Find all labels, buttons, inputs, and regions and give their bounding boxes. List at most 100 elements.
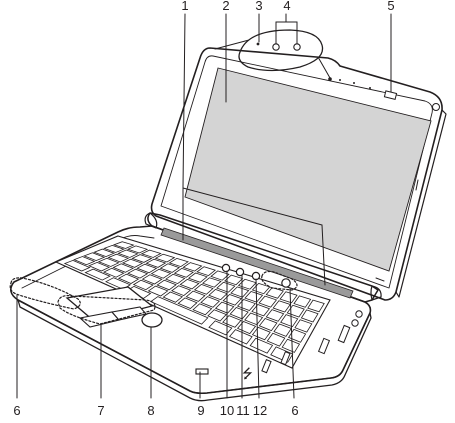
keyboard-key[interactable] [140,249,162,258]
keyboard-key[interactable] [265,287,284,299]
keyboard-key[interactable] [265,309,285,322]
callout-11: 11 [236,403,250,418]
keyboard-key[interactable] [193,283,214,295]
keyboard-key[interactable] [103,244,125,253]
keyboard-key[interactable] [126,245,149,254]
keyboard-key[interactable] [145,258,167,268]
keyboard-key[interactable] [63,259,91,272]
keyboard-key[interactable] [165,273,186,285]
callout-12: 12 [253,403,267,418]
hdmi-port[interactable] [280,351,291,366]
keyboard-key[interactable] [187,272,208,283]
keyboard-key[interactable] [88,261,111,272]
keyboard-key[interactable] [156,279,177,291]
keyboard-key[interactable] [214,301,235,314]
card-slot[interactable] [337,324,351,344]
callout-5: 5 [387,0,394,13]
keyboard-key[interactable] [131,254,153,263]
keyboard-key[interactable] [185,290,206,302]
keyboard-key[interactable] [162,291,184,303]
keyboard-key[interactable] [132,279,154,291]
callout-lines [16,13,392,399]
callout-6-right: 6 [291,403,298,418]
callout-7: 7 [97,403,104,418]
keyboard-key[interactable] [84,268,111,281]
keyboard-key[interactable] [83,252,106,262]
keyboard-key[interactable] [228,329,253,345]
lcd-screen [184,67,432,272]
keyboard-key[interactable] [200,296,221,308]
keyboard-key[interactable] [281,338,301,353]
keyboard-key[interactable] [112,241,135,249]
keyboard-key[interactable] [287,328,307,343]
callout-6-left: 6 [13,403,20,418]
callout-8: 8 [147,403,154,418]
keyboard-key[interactable] [196,266,217,277]
keyboard-key[interactable] [210,270,230,281]
keyboard-key[interactable] [258,318,278,332]
keyboard-key[interactable] [300,309,319,323]
webcam-icon [328,77,355,84]
keyboard-key[interactable] [192,303,213,316]
headphone-jack-icon[interactable] [351,319,359,327]
callout-9: 9 [197,403,204,418]
camera-led-left-icon [272,43,280,51]
keyboard-key[interactable] [179,278,200,290]
keyboard-key[interactable] [216,281,236,293]
mic-jack-icon[interactable] [355,310,363,318]
keyboard-key[interactable] [168,257,189,268]
keyboard-key[interactable] [293,295,312,308]
keyboard-key[interactable] [102,267,125,278]
keyboard-key[interactable] [307,299,325,313]
keyboard-key[interactable] [272,300,291,313]
keyboard-key[interactable] [97,257,120,267]
keyboard-key[interactable] [150,296,209,325]
keyboard-key[interactable] [154,253,176,263]
keyboard-key[interactable] [201,277,222,288]
keyboard-key[interactable] [112,263,134,273]
keyboard-key[interactable] [279,291,298,304]
eco-button[interactable] [235,267,245,277]
keyboard-key[interactable] [280,314,299,328]
keyboard-key[interactable] [73,256,96,266]
fingerprint-sensor-icon[interactable] [141,312,163,328]
keyboard-key[interactable] [273,323,292,337]
wireless-slide-switch[interactable] [195,368,209,375]
usb-port[interactable] [261,359,272,374]
keyboard-key[interactable] [107,253,130,263]
keyboard-key[interactable] [141,274,163,285]
keyboard-key[interactable] [266,332,286,347]
support-button[interactable] [221,263,231,273]
keyboard-key[interactable] [173,267,194,278]
keyboard-key[interactable] [222,294,242,306]
keyboard-key[interactable] [258,295,278,308]
keyboard-key[interactable] [208,320,233,336]
keyboard-key[interactable] [286,304,305,318]
keyboard-key[interactable] [177,297,198,309]
keyboard-key[interactable] [117,249,139,258]
keyboard-key[interactable] [207,309,227,322]
callout-10: 10 [220,403,234,418]
wireless-indicator [383,90,398,100]
power-button[interactable] [281,278,291,288]
keyboard-key[interactable] [208,288,228,301]
keyboard-key[interactable] [237,278,257,290]
keyboard-key[interactable] [170,285,192,297]
keyboard-key[interactable] [147,285,169,297]
keyboard-key[interactable] [182,262,203,272]
status-led-area-left [9,277,81,310]
keyboard-key[interactable] [136,263,158,274]
callout-2: 2 [222,0,229,13]
keyboard-key[interactable] [294,319,313,333]
keyboard-key[interactable] [93,248,116,258]
keyboard-key[interactable] [249,337,274,354]
keyboard-key[interactable] [117,273,140,284]
keyboard-key[interactable] [159,263,181,273]
touchpad[interactable] [65,286,154,322]
lan-port[interactable] [317,337,331,355]
status-led-area-touchpad [57,295,156,325]
keyboard-key[interactable] [121,258,144,268]
keyboard-key[interactable] [127,268,149,279]
keyboard-key[interactable] [150,268,172,279]
